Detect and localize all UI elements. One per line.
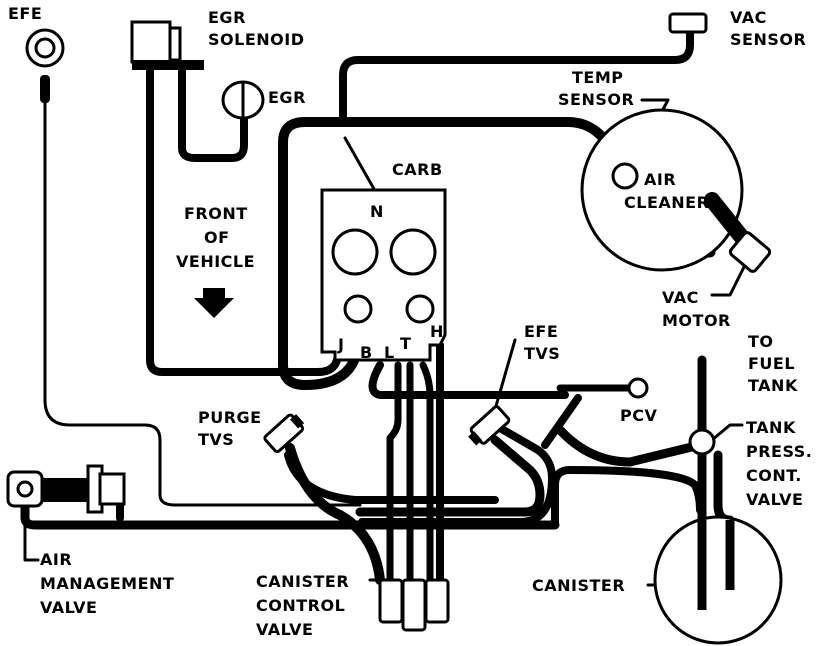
tank-pressure-valve-icon — [688, 428, 716, 456]
canister-label: CANISTER — [532, 576, 626, 595]
efe-heater-icon — [25, 28, 65, 103]
egr-solenoid-label-line1: EGR — [208, 8, 246, 27]
port-n-label: N — [370, 202, 384, 221]
to-fuel-tank-label-line1: TO — [748, 332, 774, 351]
egr-solenoid-icon — [130, 20, 204, 70]
port-l-label: L — [384, 343, 395, 362]
efe-tvs-label-line1: EFE — [524, 322, 559, 341]
port-j-label: J — [338, 335, 345, 354]
port-b-label: B — [360, 343, 373, 362]
carb-to-n-line — [343, 136, 380, 198]
vac-motor-label-line1: VAC — [662, 288, 699, 307]
front-of-vehicle-label-line1: FRONT — [184, 204, 248, 223]
front-of-vehicle-label-line3: VEHICLE — [176, 252, 256, 271]
efe-tvs-icon — [468, 405, 511, 446]
air-management-valve-label-line1: AIR — [40, 550, 73, 569]
egr-solenoid-label-line2: SOLENOID — [208, 30, 305, 49]
canister-control-valve-label-line3: VALVE — [256, 620, 314, 639]
canister-control-valve-label-line2: CONTROL — [256, 596, 346, 615]
pcv-label: PCV — [620, 406, 658, 425]
front-of-vehicle-label-line2: OF — [204, 228, 230, 247]
carburetor-icon — [320, 188, 447, 362]
vac-motor-label-line2: MOTOR — [662, 311, 731, 330]
air-management-valve-icon — [6, 464, 126, 514]
purge-tvs-label-line2: TVS — [198, 430, 235, 449]
tank-press-leader — [710, 423, 744, 442]
tank-press-cont-valve-label-line3: CONT. — [746, 466, 802, 485]
air-cleaner-label-line1: AIR — [644, 170, 677, 189]
to-fuel-tank-label-line3: TANK — [748, 376, 798, 395]
port-h-label: H — [430, 322, 444, 341]
to-fuel-tank-label-line2: FUEL — [748, 354, 796, 373]
front-arrow-icon — [194, 288, 234, 318]
egr-label: EGR — [268, 88, 306, 107]
pcv-valve-icon — [627, 377, 649, 399]
temp-sensor-label-line1: TEMP — [572, 68, 624, 87]
air-management-valve-label-line2: MANAGEMENT — [40, 574, 175, 593]
air-management-valve-label-line3: VALVE — [40, 598, 98, 617]
egr-valve-icon — [221, 80, 265, 120]
air-cleaner-label-line2: CLEANER — [624, 193, 710, 212]
tank-press-cont-valve-label-line4: VALVE — [746, 490, 804, 509]
vac-motor-leader — [710, 263, 747, 297]
purge-tvs-icon — [263, 413, 305, 454]
canister-control-valve-label-line1: CANISTER — [256, 572, 350, 591]
temp-sensor-label-line2: SENSOR — [558, 90, 635, 109]
purge-tvs-label-line1: PURGE — [198, 408, 262, 427]
canister-control-valve-icon — [378, 578, 450, 632]
efe-line — [43, 83, 362, 507]
air-cleaner-icon — [580, 108, 772, 273]
tank-press-cont-valve-label-line1: TANK — [746, 418, 796, 437]
efe-label: EFE — [8, 4, 43, 23]
efe-tvs-label-line2: TVS — [524, 344, 561, 363]
port-t-label: T — [400, 334, 412, 353]
vac-sensor-icon — [668, 12, 708, 34]
vac-sensor-label-line1: VAC — [730, 8, 767, 27]
vac-sensor-label-line2: SENSOR — [730, 30, 807, 49]
tank-press-cont-valve-label-line2: PRESS. — [746, 442, 813, 461]
canister-icon — [653, 515, 783, 645]
carb-label: CARB — [392, 160, 443, 179]
